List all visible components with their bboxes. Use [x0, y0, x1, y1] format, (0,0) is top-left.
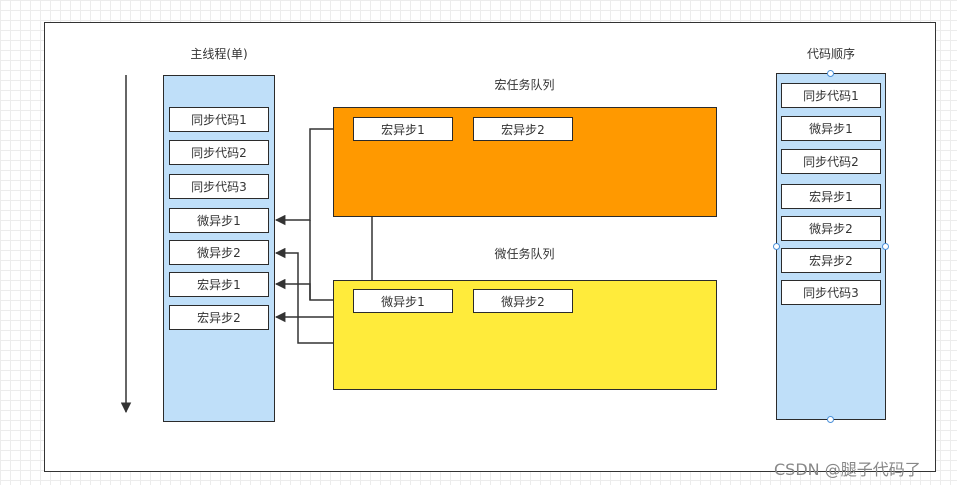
code-order-item: 微异步1 [781, 116, 881, 141]
macro-queue-item: 宏异步2 [473, 117, 573, 141]
main-thread-item: 同步代码1 [169, 107, 269, 132]
code-order-item: 同步代码3 [781, 280, 881, 305]
main-thread-item: 微异步1 [169, 208, 269, 233]
main-thread-item: 微异步2 [169, 240, 269, 265]
micro-queue-item: 微异步2 [473, 289, 573, 313]
main-thread-item: 宏异步1 [169, 272, 269, 297]
macro-queue-title: 宏任务队列 [494, 78, 555, 92]
macro-queue-item: 宏异步1 [353, 117, 453, 141]
main-thread-item: 同步代码3 [169, 174, 269, 199]
main-thread-title: 主线程(单) [190, 47, 248, 61]
resize-handle-bottom[interactable] [827, 416, 834, 423]
micro-queue-item: 微异步1 [353, 289, 453, 313]
resize-handle-left[interactable] [773, 243, 780, 250]
code-order-item: 同步代码1 [781, 83, 881, 108]
resize-handle-top[interactable] [827, 70, 834, 77]
code-order-item: 微异步2 [781, 216, 881, 241]
code-order-item: 同步代码2 [781, 149, 881, 174]
code-order-item: 宏异步2 [781, 248, 881, 273]
watermark: CSDN @腿子代码了 [774, 460, 921, 479]
main-thread-item: 宏异步2 [169, 305, 269, 330]
micro-queue-title: 微任务队列 [494, 247, 555, 261]
code-order-item: 宏异步1 [781, 184, 881, 209]
code-order-title: 代码顺序 [806, 47, 855, 61]
connector-macro-to-row4 [274, 128, 353, 226]
resize-handle-right[interactable] [882, 243, 889, 250]
main-thread-item: 同步代码2 [169, 140, 269, 165]
